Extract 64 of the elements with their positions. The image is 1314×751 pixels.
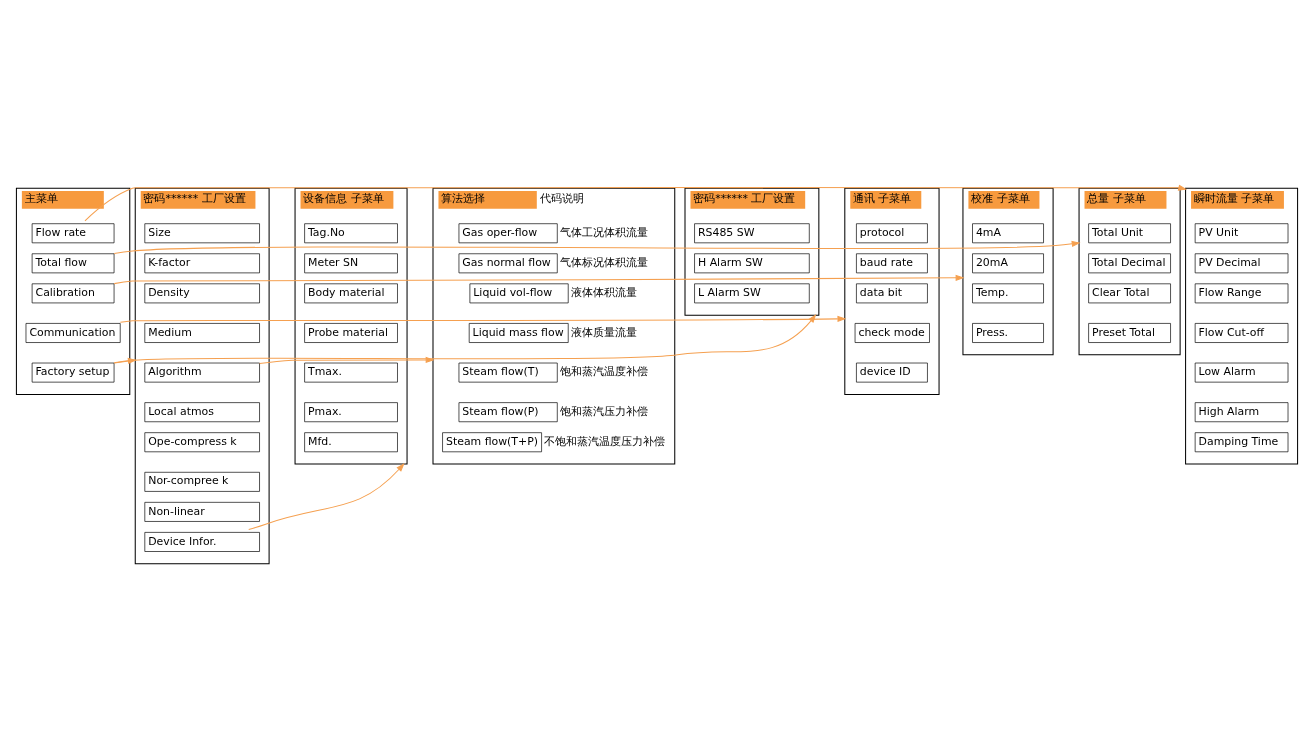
- node-box: Steam flow(T): [458, 362, 558, 382]
- node-box: Density: [144, 282, 260, 303]
- node-box: Preset Total: [1088, 322, 1171, 343]
- node-box: Flow rate: [31, 222, 115, 243]
- node-label: 液体质量流量: [570, 325, 637, 339]
- node-label: 代码说明: [539, 191, 584, 205]
- node-box: Medium: [144, 322, 260, 343]
- node-box: Gas normal flow: [458, 252, 558, 273]
- node-box: RS485 SW: [694, 222, 810, 243]
- node-box: Tag.No: [304, 222, 398, 243]
- arrow: [119, 315, 847, 323]
- arrow: [113, 240, 1081, 254]
- node-label: 气体工况体积流量: [560, 225, 649, 239]
- node-box: Temp.: [972, 282, 1044, 303]
- node-box: K-factor: [144, 252, 260, 273]
- node-box: Non-linear: [144, 501, 260, 522]
- node-box: Body material: [304, 282, 398, 303]
- node-box: Factory setup: [31, 362, 115, 382]
- node-label: 气体标况体积流量: [560, 255, 649, 269]
- node-box: Steam flow(P): [458, 401, 558, 422]
- node-box: baud rate: [856, 252, 928, 273]
- node-box: L Alarm SW: [694, 282, 810, 303]
- node-box: H Alarm SW: [694, 252, 810, 273]
- node-box: Flow Cut-off: [1194, 322, 1289, 343]
- node-box: device ID: [856, 362, 928, 382]
- node-box: Ope-compress k: [144, 431, 260, 452]
- node-box: Calibration: [31, 282, 115, 303]
- node-box: Total Decimal: [1088, 252, 1171, 273]
- node-label: 饱和蒸汽压力补偿: [560, 404, 649, 418]
- node-box: Probe material: [304, 322, 398, 343]
- node-box: Tmax.: [304, 362, 398, 382]
- node-box: Liquid mass flow: [468, 322, 569, 343]
- node-box: data bit: [856, 282, 928, 303]
- node-box: High Alarm: [1194, 401, 1289, 422]
- node-box: Press.: [972, 322, 1044, 343]
- node-label: 饱和蒸汽温度补偿: [560, 364, 649, 378]
- node-box: Low Alarm: [1194, 362, 1289, 382]
- arrow: [113, 274, 965, 284]
- node-box: Pmax.: [304, 401, 398, 422]
- node-box: PV Unit: [1194, 222, 1289, 243]
- node-box: Size: [144, 222, 260, 243]
- node-box: 4mA: [972, 222, 1044, 243]
- node-box: Total flow: [31, 252, 115, 273]
- node-box: protocol: [856, 222, 928, 243]
- node-box: check mode: [854, 322, 930, 343]
- node-box: Local atmos: [144, 401, 260, 422]
- node-box: Liquid vol-flow: [469, 282, 569, 303]
- node-box: Algorithm: [144, 362, 260, 382]
- node-box: Clear Total: [1088, 282, 1171, 303]
- node-box: 20mA: [972, 252, 1044, 273]
- node-box: Total Unit: [1088, 222, 1171, 243]
- node-label: 不饱和蒸汽温度压力补偿: [544, 434, 666, 448]
- node-box: PV Decimal: [1194, 252, 1289, 273]
- arrow: [259, 356, 435, 364]
- node-box: Communication: [25, 322, 121, 343]
- node-box: Gas oper-flow: [458, 222, 558, 243]
- node-box: Damping Time: [1194, 431, 1289, 452]
- node-box: Flow Range: [1194, 282, 1289, 303]
- node-box: Nor-compree k: [144, 471, 260, 492]
- node-label: 液体体积流量: [570, 285, 637, 299]
- node-box: Steam flow(T+P): [442, 431, 542, 452]
- node-box: Mfd.: [304, 431, 398, 452]
- node-box: Meter SN: [304, 252, 398, 273]
- node-box: Device Infor.: [144, 531, 260, 552]
